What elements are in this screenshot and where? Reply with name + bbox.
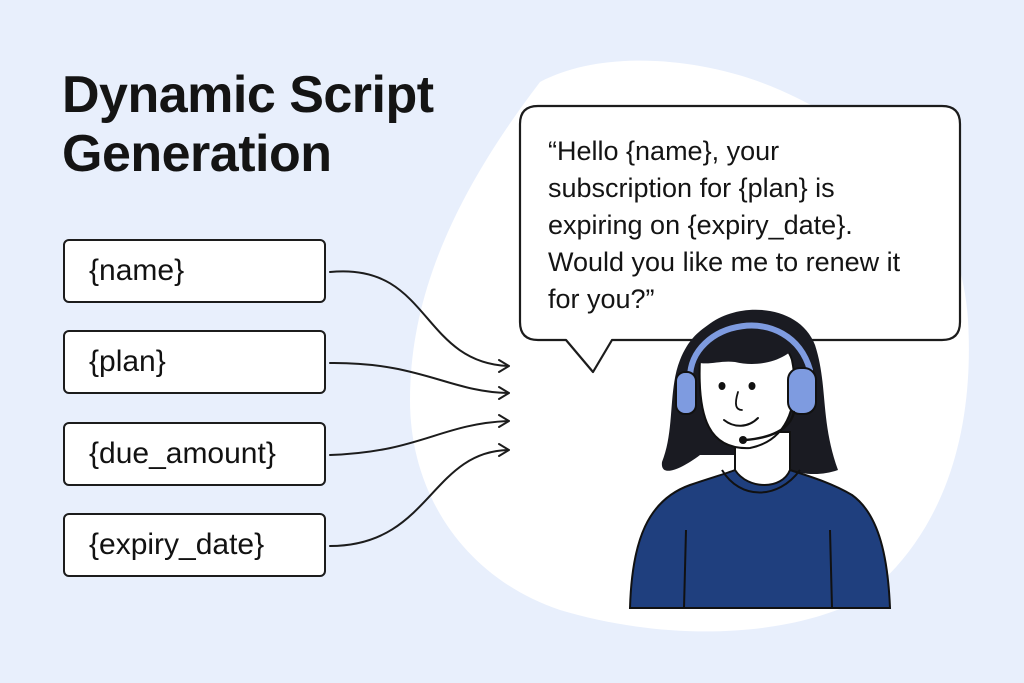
connector-due-amount [329,420,509,456]
variable-label: {name} [89,254,185,287]
variable-due-amount-box: {due_amount} [63,422,326,486]
arrowhead-icon [498,386,510,400]
bubble-line: subscription for {plan} is [548,173,835,203]
page-title: Dynamic Script Generation [62,66,434,184]
bubble-line: “Hello {name}, your [548,136,780,166]
headset-ear-left [675,371,697,415]
headset-mic [743,410,796,442]
bubble-line: expiring on {expiry_date}. [548,210,853,240]
bubble-line: for you?” [548,284,655,314]
arrowhead-icon [498,414,510,428]
connector-arrowheads [498,359,510,457]
headset-ear-right [787,367,817,415]
speech-bubble-shape [518,104,962,374]
connector-plan [329,361,509,394]
connector-name [329,270,509,367]
variable-label: {due_amount} [89,437,276,470]
variable-name-box: {name} [63,239,326,303]
variable-label: {expiry_date} [89,528,265,561]
arrowhead-icon [498,359,510,373]
connector-lines [329,270,509,547]
title-line-1: Dynamic Script [62,66,434,124]
variable-expiry-date-box: {expiry_date} [63,513,326,577]
agent-icon [628,309,892,609]
headset-band [686,322,813,383]
speech-bubble-text: “Hello {name}, your subscription for {pl… [548,133,948,318]
connector-expiry-date [329,449,509,547]
variable-label: {plan} [89,345,166,378]
arrowhead-icon [498,443,510,457]
title-line-2: Generation [62,125,332,183]
bubble-line: Would you like me to renew it [548,247,901,277]
variable-plan-box: {plan} [63,330,326,394]
